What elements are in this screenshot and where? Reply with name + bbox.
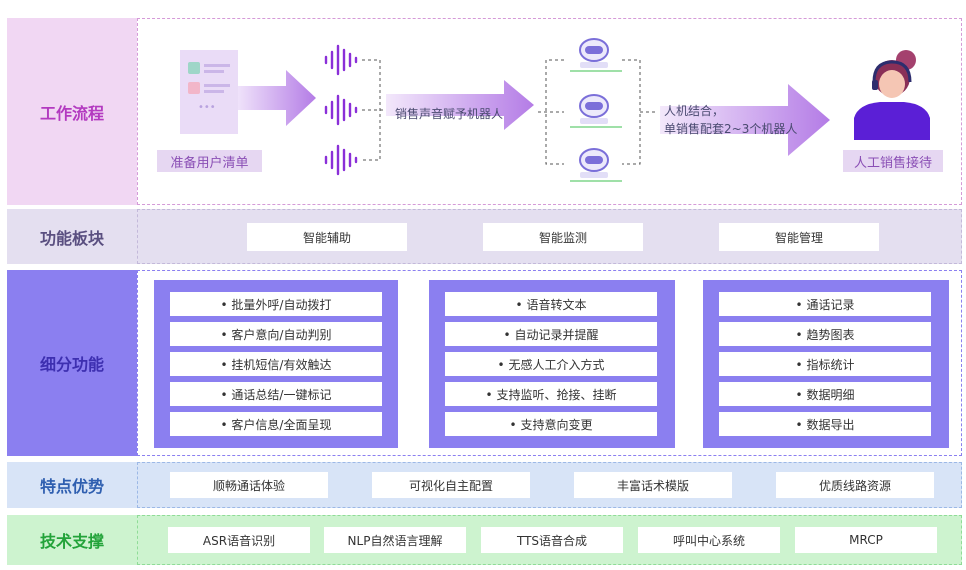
tech-item: 呼叫中心系统 xyxy=(638,527,780,553)
advantages-label: 特点优势 xyxy=(7,462,137,508)
modules-label: 功能板块 xyxy=(7,209,137,264)
tech-item: NLP自然语言理解 xyxy=(324,527,466,553)
feature-item: • 指标统计 xyxy=(719,352,931,376)
step3-caption-line2: 单销售配套2~3个机器人 xyxy=(664,122,798,136)
advantage-item: 可视化自主配置 xyxy=(372,472,530,498)
feature-item: • 客户信息/全面呈现 xyxy=(170,412,382,436)
connector-bracket xyxy=(622,59,656,165)
robot-icon xyxy=(570,38,622,72)
step3-caption-line1: 人机结合， xyxy=(664,104,725,118)
feature-item: • 批量外呼/自动拨打 xyxy=(170,292,382,316)
voice-wave-icon xyxy=(324,144,358,176)
robot-icon xyxy=(570,148,622,182)
feature-item: • 通话总结/一键标记 xyxy=(170,382,382,406)
features-label: 细分功能 xyxy=(7,270,137,456)
feature-item: • 无感人工介入方式 xyxy=(445,352,657,376)
advantages-label-text: 特点优势 xyxy=(39,477,104,496)
voice-wave-icon xyxy=(324,44,358,76)
module-item: 智能监测 xyxy=(483,223,643,251)
advantage-item: 丰富话术模版 xyxy=(574,472,732,498)
advantage-item: 优质线路资源 xyxy=(776,472,934,498)
voice-wave-icon xyxy=(324,94,358,126)
feature-item: • 数据导出 xyxy=(719,412,931,436)
feature-column: • 批量外呼/自动拨打 • 客户意向/自动判别 • 挂机短信/有效触达 • 通话… xyxy=(154,280,398,448)
module-item: 智能辅助 xyxy=(247,223,407,251)
tech-label: 技术支撑 xyxy=(7,515,137,565)
tech-item: ASR语音识别 xyxy=(168,527,310,553)
modules-label-text: 功能板块 xyxy=(39,228,104,248)
feature-item: • 支持意向变更 xyxy=(445,412,657,436)
features-label-text: 细分功能 xyxy=(39,355,104,374)
feature-item: • 趋势图表 xyxy=(719,322,931,346)
feature-column: • 通话记录 • 趋势图表 • 指标统计 • 数据明细 • 数据导出 xyxy=(703,280,949,448)
tech-item: MRCP xyxy=(795,527,937,553)
module-item: 智能管理 xyxy=(719,223,879,251)
arrow-right-icon xyxy=(386,80,534,130)
prepare-user-list-label: 准备用户清单 xyxy=(157,150,262,172)
feature-item: • 语音转文本 xyxy=(445,292,657,316)
tech-label-text: 技术支撑 xyxy=(39,532,104,551)
human-sales-reception-label: 人工销售接待 xyxy=(843,150,943,172)
arrow-right-icon xyxy=(238,70,316,126)
user-list-document-icon: ••• xyxy=(180,50,238,134)
workflow-panel xyxy=(137,18,962,205)
feature-item: • 挂机短信/有效触达 xyxy=(170,352,382,376)
feature-item: • 通话记录 xyxy=(719,292,931,316)
arrow-right-icon xyxy=(660,84,830,156)
feature-item: • 数据明细 xyxy=(719,382,931,406)
feature-item: • 自动记录并提醒 xyxy=(445,322,657,346)
feature-column: • 语音转文本 • 自动记录并提醒 • 无感人工介入方式 • 支持监听、抢接、挂… xyxy=(429,280,675,448)
sales-agent-avatar-icon xyxy=(854,50,930,140)
advantage-item: 顺畅通话体验 xyxy=(170,472,328,498)
connector-bracket xyxy=(538,59,564,165)
feature-item: • 支持监听、抢接、挂断 xyxy=(445,382,657,406)
tech-item: TTS语音合成 xyxy=(481,527,623,553)
workflow-label: 工作流程 xyxy=(7,18,137,205)
step2-caption: 销售声音赋予机器人 xyxy=(395,107,504,121)
feature-item: • 客户意向/自动判别 xyxy=(170,322,382,346)
connector-bracket xyxy=(362,59,384,161)
robot-icon xyxy=(570,94,622,128)
workflow-label-text: 工作流程 xyxy=(39,103,104,123)
